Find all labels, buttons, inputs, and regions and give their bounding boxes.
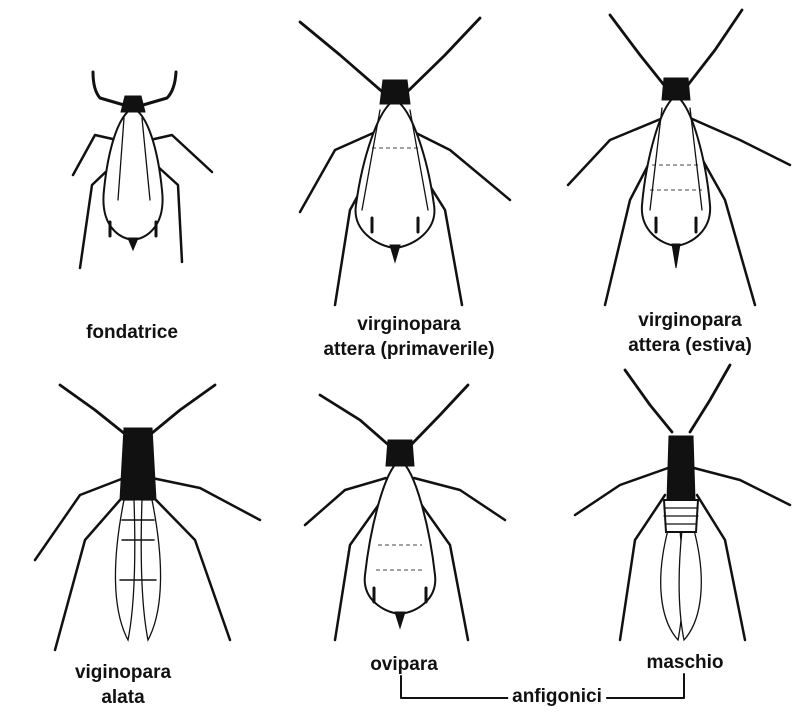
maschio-drawing	[575, 365, 790, 640]
caption-ovipara: ovipara	[370, 652, 438, 677]
caption-line: viginopara	[75, 660, 171, 685]
fondatrice-drawing	[73, 72, 212, 268]
caption-line: attera (primaverile)	[323, 337, 494, 362]
caption-line: attera (estiva)	[628, 333, 752, 358]
caption-line: virginopara	[323, 312, 494, 337]
virginopara-primaverile-drawing	[300, 18, 510, 305]
caption-viginopara-alata: viginopara alata	[75, 660, 171, 710]
caption-virginopara-primaverile: virginopara attera (primaverile)	[323, 312, 494, 362]
ovipara-drawing	[305, 385, 505, 640]
caption-maschio: maschio	[646, 650, 723, 675]
caption-line: alata	[75, 685, 171, 710]
viginopara-alata-drawing	[35, 385, 260, 650]
caption-line: ovipara	[370, 652, 438, 677]
caption-line: maschio	[646, 650, 723, 675]
caption-fondatrice: fondatrice	[86, 320, 178, 345]
anfigonici-label: anfigonici	[508, 686, 606, 708]
virginopara-estiva-drawing	[568, 10, 790, 305]
caption-line: fondatrice	[86, 320, 178, 345]
caption-line: virginopara	[628, 308, 752, 333]
caption-virginopara-estiva: virginopara attera (estiva)	[628, 308, 752, 358]
